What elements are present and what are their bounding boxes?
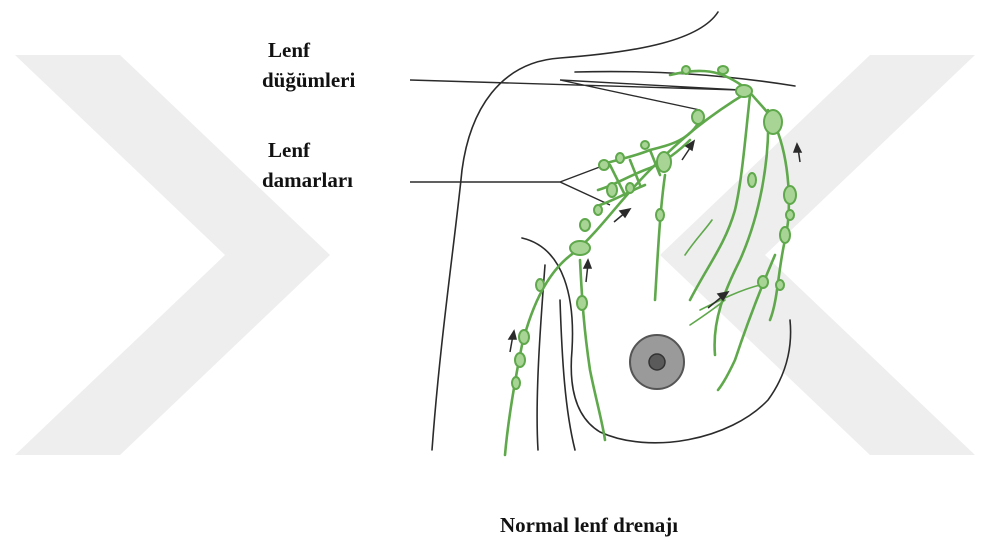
lymph-node	[616, 153, 624, 163]
lymph-node	[580, 219, 590, 231]
lymph-node	[515, 353, 525, 367]
lymph-node	[626, 183, 634, 193]
lymph-vessels-leader	[410, 165, 610, 205]
lymph-node	[594, 205, 602, 215]
lymph-node	[748, 173, 756, 187]
lymph-node	[607, 183, 617, 197]
vessel-network-1	[600, 120, 700, 165]
lymph-node	[656, 209, 664, 221]
lymph-node	[519, 330, 529, 344]
label-lymph-nodes-line1: Lenf	[268, 36, 310, 64]
lymph-node	[577, 296, 587, 310]
lymph-node	[776, 280, 784, 290]
nipple-center	[649, 354, 665, 370]
watermark-chevron-left	[15, 55, 330, 455]
lymph-node	[780, 227, 790, 243]
lymph-node	[784, 186, 796, 204]
lymph-nodes-leader	[410, 80, 740, 110]
lymph-node	[641, 141, 649, 149]
arrow-head	[509, 331, 516, 339]
vessel-lateral-chain	[580, 260, 605, 440]
diagram-caption: Normal lenf drenajı	[500, 513, 678, 538]
nipple	[630, 335, 684, 389]
watermark	[15, 55, 975, 455]
label-lymph-vessels-line2: damarları	[262, 166, 353, 194]
watermark-chevron-right	[660, 55, 975, 455]
lymph-node	[536, 279, 544, 291]
lymph-node	[657, 152, 671, 172]
arrow-head	[584, 260, 591, 268]
lymph-node	[764, 110, 782, 134]
label-lymph-nodes-line2: düğümleri	[262, 66, 355, 94]
lymph-node	[512, 377, 520, 389]
lymph-node	[682, 66, 690, 74]
label-lymph-vessels-line1: Lenf	[268, 136, 310, 164]
lymph-node	[786, 210, 794, 220]
vessel-central-1	[655, 175, 665, 300]
lymph-node	[570, 241, 590, 255]
lymph-node	[718, 66, 728, 74]
lymph-node	[736, 85, 752, 97]
neck-line	[432, 12, 718, 450]
lymph-node	[599, 160, 609, 170]
lymph-node	[758, 276, 768, 288]
lymph-node	[692, 110, 704, 124]
